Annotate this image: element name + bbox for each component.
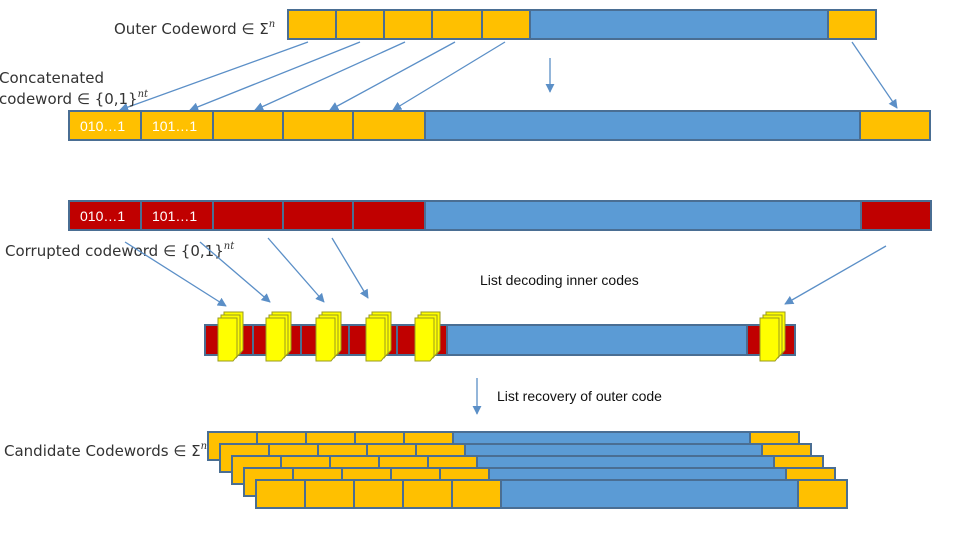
concatenated-label: Concatenated xyxy=(0,69,104,87)
concat-cell-2-text: 101…1 xyxy=(152,118,197,134)
list-stack-icon-3 xyxy=(315,311,342,362)
encode-arrow-4 xyxy=(329,41,456,111)
list-stack-icon-2 xyxy=(265,311,292,362)
outer-symbol-3 xyxy=(383,9,433,40)
outer-symbol-1 xyxy=(287,9,337,40)
concat-block-2 xyxy=(140,110,214,141)
inner-arrow-last xyxy=(784,245,887,305)
concat-body xyxy=(424,110,861,141)
candidate-row-5 xyxy=(255,479,848,509)
list-stack-icon-4 xyxy=(365,311,392,362)
corrupt-block-3 xyxy=(212,200,284,231)
candidate-codewords-label: Candidate Codewords ∈ Σn xyxy=(4,441,207,460)
corrupt-block-2 xyxy=(140,200,214,231)
corrupt-block-4 xyxy=(282,200,354,231)
inner-arrow-3 xyxy=(267,237,325,303)
corrupt-block-last xyxy=(860,200,932,231)
inner-list-row xyxy=(204,324,796,356)
corrupt-block-5 xyxy=(352,200,426,231)
outer-symbol-2 xyxy=(335,9,385,40)
concat-block-1 xyxy=(68,110,142,141)
outer-symbol-5 xyxy=(481,9,531,40)
candidate-codewords-stack xyxy=(207,431,848,509)
outer-codeword-row xyxy=(287,9,877,40)
encode-arrow-3 xyxy=(254,41,406,111)
candidate-list-icons xyxy=(217,311,786,362)
encode-arrow-1 xyxy=(119,41,309,112)
list-stack-icon-1 xyxy=(217,311,244,362)
inner-arrow-4 xyxy=(331,237,369,299)
concatenated-label-2: codeword ∈ {0,1}nt xyxy=(0,89,149,108)
outer-symbol-last xyxy=(827,9,877,40)
outer-symbol-4 xyxy=(431,9,483,40)
corrupt-block-1 xyxy=(68,200,142,231)
encode-arrow-last xyxy=(851,41,898,109)
corrupt-cell-1-text: 010…1 xyxy=(80,208,125,224)
corrupted-codeword-row xyxy=(68,200,932,231)
outer-codeword-label: Outer Codeword ∈ Σn xyxy=(114,19,275,38)
corrupt-cell-2-text: 101…1 xyxy=(152,208,197,224)
corrupt-body xyxy=(424,200,862,231)
concat-block-3 xyxy=(212,110,284,141)
list-body xyxy=(446,324,748,356)
encode-arrows xyxy=(119,41,898,112)
concat-block-last xyxy=(859,110,931,141)
corrupted-label: Corrupted codeword ∈ {0,1}nt xyxy=(5,241,235,260)
encode-arrow-5 xyxy=(392,41,506,111)
inner-arrow-1 xyxy=(124,241,227,307)
list-stack-icon-5 xyxy=(414,311,441,362)
concat-cell-1-text: 010…1 xyxy=(80,118,125,134)
concatenated-codeword-row xyxy=(68,110,931,141)
list-recovery-caption: List recovery of outer code xyxy=(497,388,662,404)
inner-decoding-caption: List decoding inner codes xyxy=(480,272,639,288)
inner-decode-arrows xyxy=(124,237,887,307)
concat-block-5 xyxy=(352,110,426,141)
concat-block-4 xyxy=(282,110,354,141)
encode-arrow-2 xyxy=(189,41,361,112)
inner-arrow-2 xyxy=(199,241,271,303)
outer-body xyxy=(529,9,829,40)
list-stack-icon-last xyxy=(759,311,786,362)
